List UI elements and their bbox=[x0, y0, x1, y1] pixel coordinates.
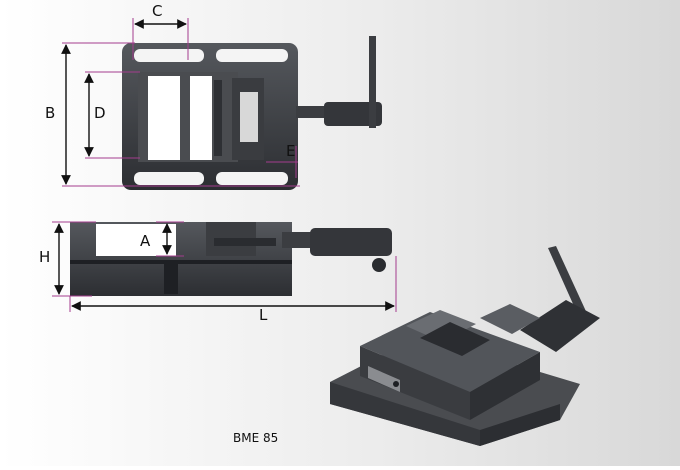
dimension-arrows bbox=[54, 19, 395, 311]
dimension-label-d: D bbox=[94, 104, 106, 122]
side-view-drawing bbox=[70, 222, 392, 296]
dimension-lines bbox=[52, 18, 397, 312]
model-caption: BME 85 bbox=[233, 431, 279, 445]
dimension-label-h: H bbox=[39, 248, 51, 266]
dimension-label-l: L bbox=[259, 306, 268, 324]
dimension-label-a: A bbox=[140, 232, 151, 250]
vise-photo bbox=[330, 246, 600, 446]
top-view-drawing bbox=[122, 36, 382, 190]
dimension-label-c: C bbox=[152, 2, 163, 20]
dimension-label-b: B bbox=[45, 104, 56, 122]
dimension-label-e: E bbox=[286, 142, 296, 160]
